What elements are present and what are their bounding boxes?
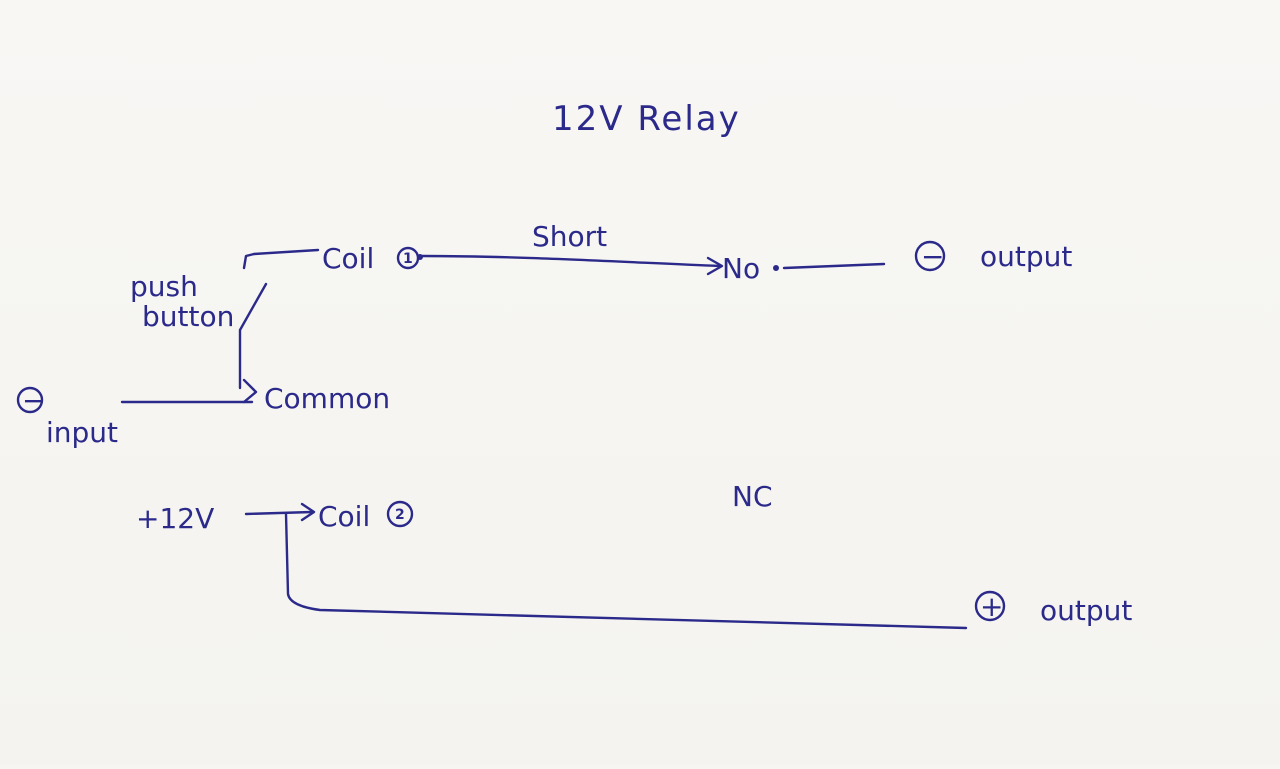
short-label: Short [532, 220, 607, 253]
push-button-lever [238, 282, 268, 390]
neg-input-circle [16, 386, 44, 414]
plus12v-label: +12V [136, 502, 214, 535]
push-button-label-line2: button [142, 300, 234, 333]
coil2-terminal-circle [386, 500, 414, 528]
coil2-number: 2 [395, 507, 405, 523]
wire-12v-to-pos-output [284, 512, 968, 630]
neg-output-sign: − [921, 240, 944, 273]
coil1-label: Coil [322, 242, 374, 275]
neg-input-sign: − [22, 384, 45, 417]
wire-no-to-neg-output [782, 262, 886, 270]
arrow-to-coil2 [300, 502, 316, 522]
push-button-top-hook [242, 252, 256, 270]
coil2-label: Coil [318, 500, 370, 533]
pos-output-label: output [1040, 594, 1132, 627]
wire-12v-to-coil2 [244, 510, 314, 516]
coil1-number: 1 [403, 251, 413, 267]
pos-output-circle [974, 590, 1006, 622]
neg-output-label: output [980, 240, 1072, 273]
push-button-label-line1: push [130, 270, 198, 303]
arrow-to-no [706, 256, 724, 276]
nc-terminal-label: NC [732, 480, 773, 513]
arrow-to-common [242, 378, 258, 404]
short-wire [420, 254, 722, 268]
neg-output-circle [914, 240, 946, 272]
common-label: Common [264, 382, 390, 415]
no-terminal-label: No [722, 252, 760, 285]
wire-switch-to-coil1 [252, 248, 320, 256]
no-terminal-dot [773, 265, 779, 271]
diagram-title: 12V Relay [552, 99, 741, 139]
neg-input-label: input [46, 416, 118, 449]
pos-output-sign: + [980, 590, 1003, 623]
